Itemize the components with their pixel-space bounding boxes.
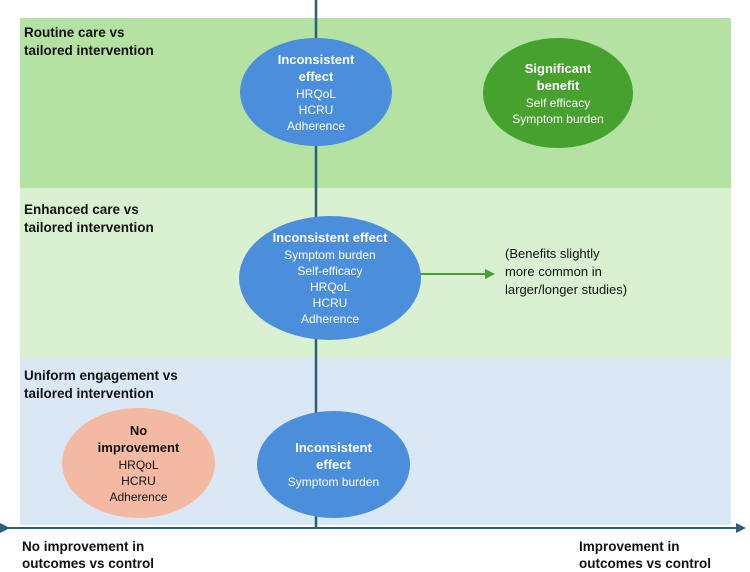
ellipse-uniform-inconsistent: Inconsistent effect Symptom burden [257,411,410,518]
ellipse-routine-inconsistent: Inconsistent effect HRQoL HCRU Adherence [240,38,392,146]
ellipse-item: Adherence [300,312,360,326]
band-title-enhanced: Enhanced care vs tailored intervention [24,202,154,235]
ellipse-item: Self efficacy [525,95,591,110]
ellipse-item: Symptom burden [284,248,376,262]
ellipse-item: Self-efficacy [297,264,363,278]
band-title-uniform: Uniform engagement vs tailored intervent… [24,368,178,401]
ellipse-heading: Inconsistent effect [295,440,372,472]
ellipse-uniform-no-improvement: No improvement HRQoL HCRU Adherence [62,408,215,518]
ellipse-routine-significant: Significant benefit Self efficacy Sympto… [483,38,633,148]
ellipse-item: HCRU [312,296,348,310]
ellipse-item: HRQoL [295,86,336,101]
axis-label-left: No improvement in outcomes vs control [22,539,155,571]
ellipse-item: HRQoL [309,280,350,294]
ellipse-item: HRQoL [118,457,159,472]
ellipse-enhanced-inconsistent: Inconsistent effect Symptom burden Self-… [239,216,421,340]
ellipse-item: Adherence [109,489,168,504]
ellipse-item: Adherence [286,118,346,133]
ellipse-item: Symptom burden [287,475,380,489]
ellipse-heading: Inconsistent effect [272,230,388,245]
note-larger-studies: (Benefits slightly more common in larger… [505,246,628,297]
band-title-routine: Routine care vs tailored intervention [24,25,154,58]
ellipse-item: Symptom burden [512,111,604,126]
ellipse-heading: No improvement [97,422,180,455]
ellipse-heading: Significant benefit [524,60,592,93]
ellipse-heading: Inconsistent effect [277,51,355,84]
ellipse-item: HCRU [298,102,334,117]
ellipse-item: HCRU [121,473,156,488]
axis-label-right: Improvement in outcomes vs control [579,539,712,571]
